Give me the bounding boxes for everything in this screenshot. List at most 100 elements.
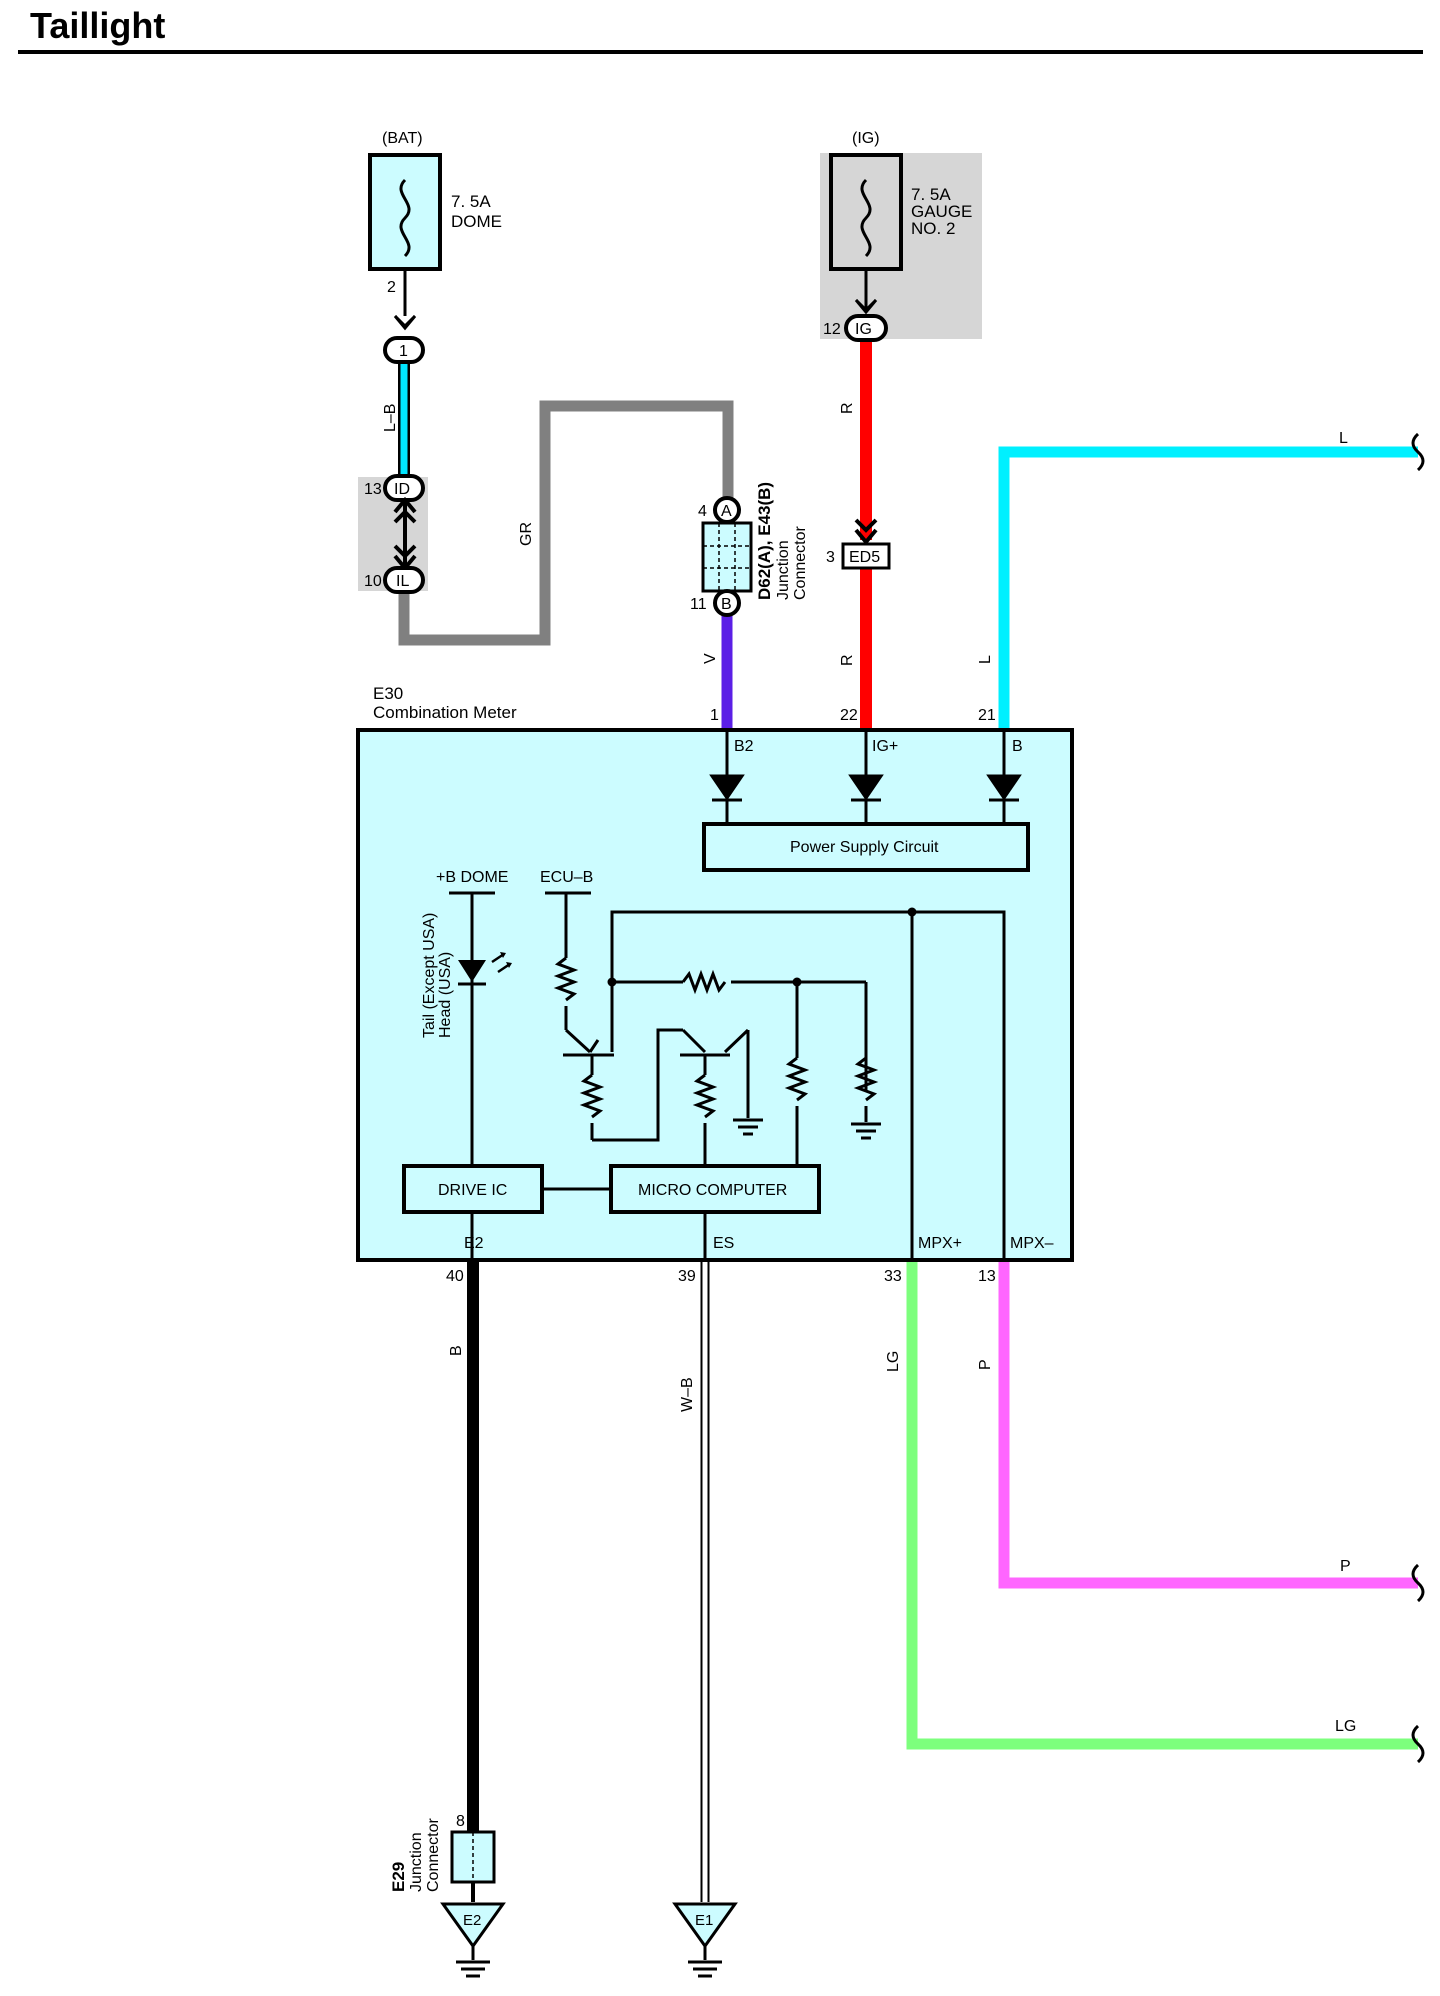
resistor-icon (553, 956, 579, 1002)
meter-name: Combination Meter (373, 703, 517, 722)
ground-e1-triangle (672, 1902, 738, 1949)
connector-b-label: B (721, 596, 732, 613)
wire-gr (398, 400, 734, 646)
terminal-bdome: +B DOME (436, 869, 508, 886)
connector-ed5-pin: 3 (826, 549, 835, 566)
ground-e1-label: E1 (695, 1912, 713, 1929)
page-title: Taillight (30, 5, 165, 46)
connector-ed5 (841, 542, 891, 570)
ground-icon (851, 1106, 881, 1140)
connector-b-pin: 11 (690, 596, 707, 613)
power-supply-circuit-label: Power Supply Circuit (790, 839, 939, 856)
connector-arrow-icon (854, 298, 878, 315)
junction-d62-box (701, 521, 753, 593)
drive-ic-label: DRIVE IC (438, 1182, 507, 1199)
diode-icon (709, 774, 745, 801)
resistor-icon (579, 1073, 605, 1119)
terminal-mpxm: MPX– (1010, 1235, 1054, 1252)
connector-id-pin: 13 (364, 481, 382, 498)
ig-source-label: (IG) (852, 130, 880, 147)
terminal-es: ES (713, 1235, 734, 1252)
diode-icon (986, 774, 1022, 801)
break-mark-lg (1411, 1724, 1425, 1764)
bat-source-label: (BAT) (382, 130, 423, 147)
terminal-b: B (1012, 738, 1023, 755)
terminal-mpxp: MPX+ (918, 1235, 962, 1252)
connector-ig (844, 314, 888, 342)
led-label-2: Head (USA) (437, 952, 454, 1038)
ig-fuse-name-1: GAUGE (911, 202, 972, 221)
resistor-icon (681, 969, 727, 995)
connector-il-label: IL (396, 573, 409, 590)
ground-icon (688, 1946, 722, 1978)
ig-fuse-rating: 7. 5A (911, 185, 951, 204)
meter-pin-e2: 40 (446, 1268, 464, 1285)
resistor-icon (784, 1056, 810, 1102)
connector-il-pin: 10 (364, 573, 382, 590)
meter-pin-b2: 1 (710, 707, 719, 724)
connector-ig-pin: 12 (823, 321, 841, 338)
wire-label-l: L (977, 655, 994, 664)
bat-fuse-pin: 2 (387, 279, 396, 296)
micro-computer-box (609, 1164, 821, 1214)
break-mark-l (1411, 432, 1425, 472)
fuse-ig-icon (860, 178, 872, 258)
led-icon (458, 960, 486, 982)
wire-label-b: B (448, 1345, 465, 1356)
connector-ed5-label: ED5 (849, 549, 880, 566)
ground-icon (733, 1030, 763, 1136)
ground-e2-triangle (440, 1902, 506, 1949)
fuse-ig-box (829, 153, 903, 271)
connector-arrow-icon (393, 314, 417, 331)
meter-pin-b: 21 (978, 707, 996, 724)
bat-fuse-name: DOME (451, 212, 502, 231)
terminal-ecub: ECU–B (540, 869, 593, 886)
led-label-1: Tail (Except USA) (421, 913, 438, 1038)
micro-computer-label: MICRO COMPUTER (638, 1182, 787, 1199)
diode-icon (848, 774, 884, 801)
junction-dot (792, 977, 802, 987)
wire-label-gr: GR (518, 522, 535, 546)
wire-label-l-right: L (1339, 430, 1348, 447)
break-mark-p (1411, 1563, 1425, 1603)
resistor-icon (853, 1056, 879, 1102)
meter-pin-igp: 22 (840, 707, 858, 724)
e29-line2: Junction (408, 1832, 425, 1892)
terminal-b2: B2 (734, 738, 754, 755)
resistor-icon (692, 1073, 718, 1119)
meter-pin-mpxp: 33 (884, 1268, 902, 1285)
connector-a-pin: 4 (698, 503, 707, 520)
meter-pin-mpxm: 13 (978, 1268, 996, 1285)
junction-d62-line2: Junction (775, 540, 792, 600)
ground-e2-label: E2 (463, 1912, 481, 1929)
ed5-arrow-icon (854, 518, 878, 546)
e29-line3: Connector (425, 1818, 442, 1892)
wire-p (998, 1262, 1418, 1589)
wire-label-lg-right: LG (1335, 1718, 1356, 1735)
ig-fuse-name-2: NO. 2 (911, 219, 955, 238)
wire-label-p: P (977, 1359, 994, 1370)
wire-label-r-low: R (839, 654, 856, 666)
wire-lg (906, 1262, 1418, 1750)
junction-dot (607, 977, 617, 987)
connector-a-label: A (721, 503, 732, 520)
terminal-e2: E2 (464, 1235, 484, 1252)
wire-l (998, 446, 1418, 732)
ground-icon (456, 1946, 490, 1978)
connector-1-label: 1 (399, 343, 408, 360)
connector-b (713, 589, 741, 617)
connector-il (383, 566, 425, 594)
terminal-igp: IG+ (872, 738, 898, 755)
wire-label-p-right: P (1340, 1558, 1351, 1575)
fuse-bat-icon (399, 178, 411, 258)
connector-id-label: ID (394, 481, 410, 498)
wire-label-v: V (702, 653, 719, 664)
meter-pin-es: 39 (678, 1268, 696, 1285)
e29-pin: 8 (456, 1813, 465, 1830)
power-supply-circuit-box (702, 822, 1030, 872)
junction-d62-line3: Connector (792, 526, 809, 600)
wire-label-lb: L–B (382, 404, 399, 432)
connector-ig-label: IG (855, 321, 872, 338)
connector-1 (383, 336, 425, 364)
